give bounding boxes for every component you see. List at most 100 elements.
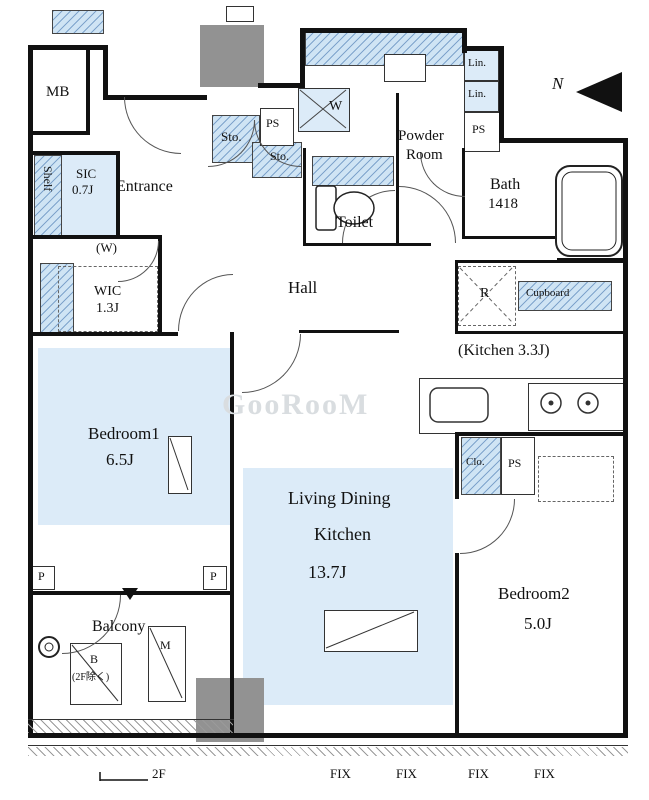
wall	[462, 28, 467, 53]
linen1-label: Lin.	[468, 57, 487, 69]
wic-dashed-area	[58, 266, 158, 332]
wic-label: WIC	[94, 284, 122, 299]
washing-machine-label: W	[329, 99, 343, 114]
kitchen-label: (Kitchen 3.3J)	[458, 342, 550, 359]
bedroom1-floor	[38, 348, 230, 525]
wic-shelf-area	[40, 263, 74, 333]
wall	[455, 432, 628, 436]
storage1-label: Sto.	[221, 129, 242, 144]
wall	[86, 45, 90, 135]
p-right-label: P	[210, 569, 217, 583]
fix-label-4: FIX	[534, 766, 555, 781]
railing-line	[28, 745, 628, 746]
wall	[455, 260, 628, 263]
roof-small-box	[226, 6, 254, 22]
sic-floor	[62, 155, 116, 235]
bedroom1-label: Bedroom1	[88, 424, 160, 443]
bathtub-inner	[561, 171, 617, 251]
ldk-size-label: 13.7J	[308, 562, 347, 582]
ps-top-label: PS	[266, 116, 280, 130]
shelf-area	[34, 155, 62, 237]
linen2-label: Lin.	[468, 88, 487, 100]
entrance-label: Entrance	[116, 178, 173, 195]
wall	[455, 432, 459, 499]
bath-label: Bath	[490, 176, 521, 193]
powder-door-arc	[399, 186, 456, 243]
bedroom2-dashed-area	[538, 456, 614, 502]
wall	[28, 235, 162, 239]
bedroom2-size-label: 5.0J	[524, 614, 552, 633]
fix-label-3: FIX	[468, 766, 489, 781]
toilet-shelf-area	[312, 156, 394, 186]
balcony-drain-outer	[38, 636, 60, 658]
fridge-space	[458, 266, 516, 326]
floor-label: 2F	[152, 766, 166, 781]
bedroom1-size-label: 6.5J	[106, 450, 134, 469]
balcony-railing	[28, 719, 234, 720]
outer-hatch-strip	[28, 747, 628, 756]
sic-size-label: 0.7J	[72, 182, 94, 197]
wall	[116, 151, 120, 239]
cupboard-label: Cupboard	[526, 287, 570, 299]
wall	[557, 258, 628, 261]
wall	[300, 28, 305, 88]
wall	[28, 131, 90, 135]
sic-label: SIC	[76, 166, 97, 181]
north-arrow-icon	[576, 72, 622, 112]
wall	[299, 330, 399, 333]
wall	[455, 260, 458, 334]
washer-space-label: (W)	[96, 240, 117, 255]
wall	[623, 138, 628, 738]
washlet-box	[384, 54, 426, 82]
wall	[462, 236, 560, 239]
watermark: GooRooM	[222, 388, 370, 421]
wall	[455, 553, 459, 737]
wall	[396, 243, 431, 246]
ps-closet-box	[501, 437, 535, 495]
wall	[28, 151, 120, 155]
wall	[28, 332, 178, 336]
wall	[462, 46, 504, 51]
entrance-door-arc	[124, 97, 181, 154]
hall-label: Hall	[288, 278, 318, 297]
storage2-label: Sto.	[270, 149, 290, 163]
pillar-top	[200, 25, 264, 87]
balcony-m-label: M	[160, 638, 171, 652]
p-right-box	[203, 566, 227, 590]
balcony-hatch-strip	[28, 720, 233, 733]
balcony-label: Balcony	[92, 618, 146, 635]
ps-closet-label: PS	[508, 456, 522, 470]
ldk-label-1: Living Dining	[288, 488, 391, 508]
shelf-label: Shelf	[41, 166, 55, 192]
ldk-door-arc	[242, 334, 301, 393]
bedroom2-label: Bedroom2	[498, 584, 570, 603]
balcony-drain-inner	[44, 642, 54, 652]
fix-label-2: FIX	[396, 766, 417, 781]
wall	[258, 83, 305, 88]
cupboard-area	[518, 281, 612, 311]
powder-room-label-2: Room	[406, 147, 443, 163]
ldk-floor	[243, 468, 453, 705]
ps-bath-label: PS	[472, 122, 486, 136]
wall	[455, 331, 628, 334]
entry-direction-marker	[122, 588, 138, 600]
wall	[396, 93, 399, 246]
wall	[28, 45, 33, 737]
wall	[28, 45, 108, 50]
bedroom2-door-arc	[460, 499, 515, 554]
bedroom1-door-arc	[178, 274, 233, 331]
linen1-box	[464, 50, 499, 81]
closet-label: Clo.	[466, 456, 485, 468]
wall	[300, 28, 467, 33]
closet-area	[461, 437, 501, 495]
wall	[499, 46, 504, 143]
bath-size-label: 1418	[488, 196, 518, 212]
north-label: N	[552, 74, 564, 93]
wall	[28, 733, 628, 738]
bedroom1-door-symbol	[168, 436, 192, 494]
fridge-label: R	[480, 286, 490, 301]
bathtub-outer	[555, 165, 623, 257]
balcony-b-note-label: (2F除く)	[72, 672, 110, 683]
linen2-box	[464, 81, 499, 112]
